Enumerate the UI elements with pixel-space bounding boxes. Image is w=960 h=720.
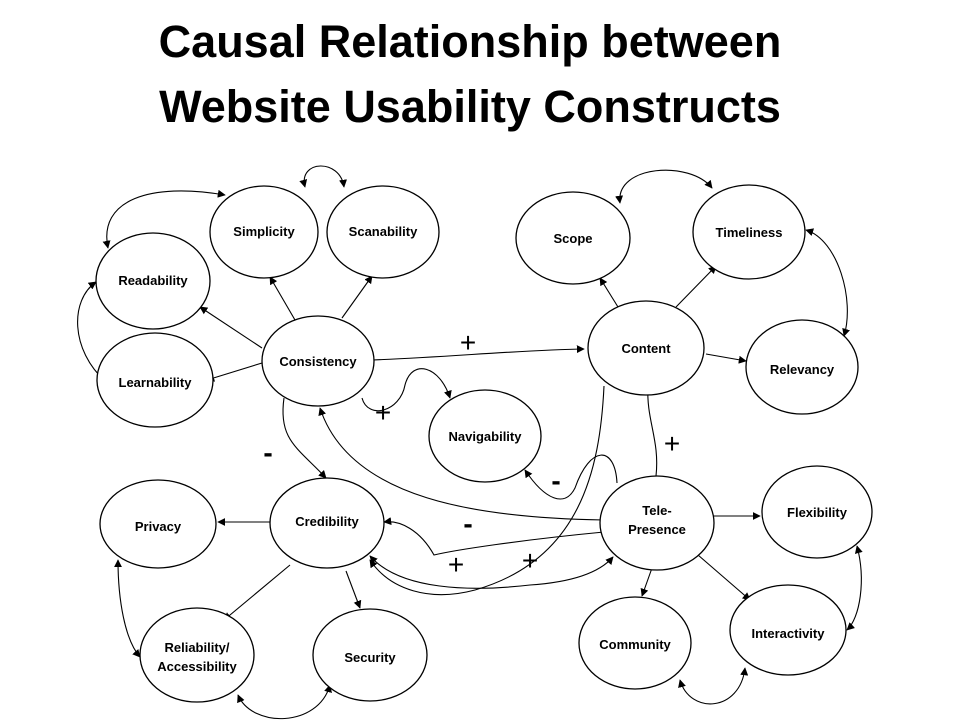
edge-reliability-security — [237, 684, 332, 720]
node-timeliness-label: Timeliness — [716, 225, 783, 240]
edge-telepresence-content — [643, 385, 658, 477]
sign-consistency-navigability: + — [375, 397, 391, 428]
node-community-label: Community — [599, 637, 671, 652]
node-readability-label: Readability — [118, 273, 188, 288]
sign-telepresence-consistency: - — [463, 508, 472, 539]
edge-consistency-readability — [199, 306, 263, 349]
node-telepresence: Tele- Presence — [599, 475, 715, 571]
edge-content-credibility — [369, 385, 605, 596]
edge-consistency-learnability — [206, 362, 263, 382]
node-scope-label: Scope — [553, 231, 592, 246]
node-simplicity: Simplicity — [209, 185, 319, 279]
edge-credibility-telepresence — [369, 555, 614, 589]
edge-privacy-reliability — [114, 559, 141, 658]
edge-consistency-content — [371, 345, 585, 361]
edge-credibility-security — [345, 570, 362, 609]
sign-credibility-telepresence: + — [448, 549, 464, 580]
node-timeliness: Timeliness — [692, 184, 806, 280]
sign-content-credibility: + — [522, 545, 538, 576]
node-navigability: Navigability — [428, 389, 542, 483]
node-reliability: Reliability/ Accessibility — [139, 607, 255, 703]
edge-content-scope — [599, 277, 619, 308]
node-readability: Readability — [95, 232, 211, 330]
edge-credibility-reliability — [223, 564, 291, 621]
edge-scope-timeliness — [615, 169, 713, 204]
node-credibility-label: Credibility — [295, 514, 359, 529]
node-telepresence-label-1: Tele- — [642, 503, 671, 518]
node-learnability: Learnability — [96, 332, 214, 428]
sign-consistency-content: + — [460, 327, 476, 358]
title-line-2: Website Usability Constructs — [159, 81, 781, 132]
node-security: Security — [312, 608, 428, 702]
node-community: Community — [578, 596, 692, 690]
edge-consistency-scanability — [341, 275, 373, 319]
edge-readability-learnability — [77, 281, 107, 383]
node-reliability-label-1: Reliability/ — [164, 640, 229, 655]
edge-content-relevancy — [705, 353, 747, 364]
edge-flexibility-interactivity — [846, 545, 863, 631]
node-content-label: Content — [621, 341, 671, 356]
edge-content-timeliness — [675, 265, 717, 308]
node-simplicity-label: Simplicity — [233, 224, 295, 239]
title-line-1: Causal Relationship between — [159, 16, 782, 67]
node-learnability-label: Learnability — [119, 375, 193, 390]
node-credibility: Credibility — [269, 477, 385, 569]
node-relevancy: Relevancy — [745, 319, 859, 415]
edge-telepresence-credibility — [383, 517, 605, 556]
node-interactivity: Interactivity — [729, 584, 847, 676]
edge-readability-simplicity — [102, 189, 226, 249]
node-relevancy-label: Relevancy — [770, 362, 835, 377]
node-consistency: Consistency — [261, 315, 375, 407]
edge-telepresence-interactivity — [697, 554, 751, 601]
node-privacy: Privacy — [99, 479, 217, 569]
node-content: Content — [587, 300, 705, 396]
node-consistency-label: Consistency — [279, 354, 357, 369]
node-security-label: Security — [344, 650, 396, 665]
edge-consistency-simplicity — [269, 276, 296, 321]
sign-telepresence-navigability: - — [551, 465, 560, 496]
sign-labels: + + - + - - + + — [263, 327, 680, 580]
edges — [77, 165, 863, 720]
node-telepresence-label-2: Presence — [628, 522, 686, 537]
edge-telepresence-community — [640, 567, 653, 597]
node-reliability-label-2: Accessibility — [157, 659, 237, 674]
sign-consistency-credibility: - — [263, 437, 272, 468]
edge-consistency-credibility — [282, 397, 327, 479]
node-privacy-label: Privacy — [135, 519, 182, 534]
edge-telepresence-navigability — [524, 454, 618, 500]
node-flexibility-label: Flexibility — [787, 505, 848, 520]
node-navigability-label: Navigability — [449, 429, 523, 444]
node-flexibility: Flexibility — [761, 465, 873, 559]
edge-telepresence-consistency — [318, 407, 605, 521]
sign-telepresence-content: + — [664, 428, 680, 459]
edge-community-interactivity — [678, 667, 749, 705]
node-scanability: Scanability — [326, 185, 440, 279]
nodes: Simplicity Scanability Readability Learn… — [95, 184, 873, 703]
node-scope: Scope — [515, 191, 631, 285]
edge-simplicity-scanability — [299, 165, 347, 188]
node-interactivity-label: Interactivity — [752, 626, 826, 641]
edge-consistency-navigability — [361, 368, 452, 412]
node-scanability-label: Scanability — [349, 224, 418, 239]
edge-timeliness-relevancy — [805, 228, 850, 337]
